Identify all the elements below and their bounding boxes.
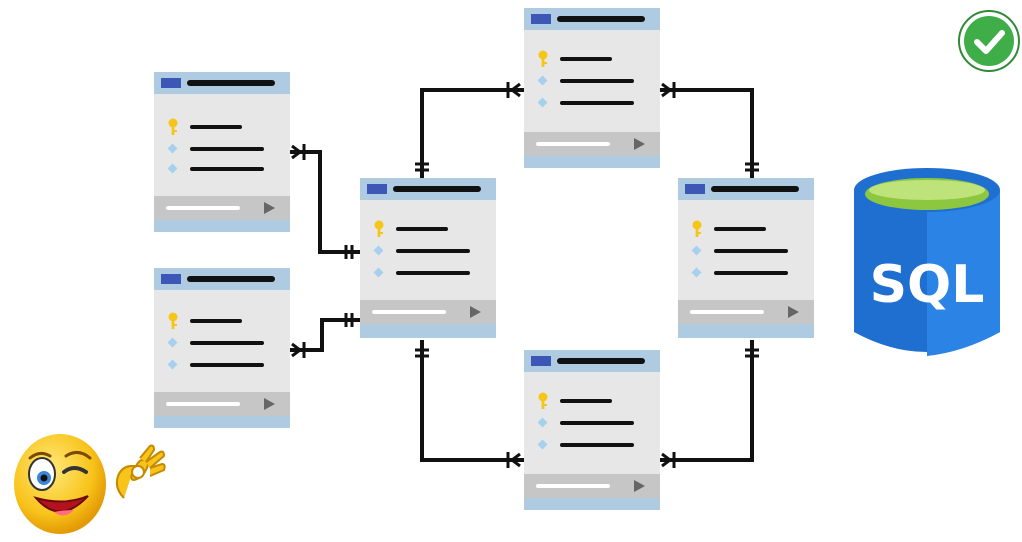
field-row: [524, 74, 660, 88]
crowfoot-left-top: [291, 144, 306, 160]
field-marker-icon: [537, 439, 548, 450]
crowfoot-bottom-left: [506, 452, 521, 468]
primary-key-row: [154, 118, 290, 135]
table-footer: [154, 196, 290, 220]
table-header: [360, 178, 496, 200]
green-checkmark-badge-icon: [958, 10, 1020, 72]
table-left-top: [154, 72, 290, 232]
bar-center-left-bottom: [344, 313, 354, 327]
key-icon: [168, 118, 178, 135]
table-bottom: [524, 350, 660, 510]
field-row: [154, 358, 290, 372]
table-header: [524, 350, 660, 372]
table-header: [154, 268, 290, 290]
field-row: [154, 162, 290, 176]
table-footer: [678, 300, 814, 324]
primary-key-row: [360, 220, 496, 237]
field-marker-icon: [167, 143, 178, 154]
play-arrow-icon: [264, 398, 275, 410]
bar-center-left-top: [344, 245, 354, 259]
key-icon: [692, 220, 702, 237]
table-footer: [360, 300, 496, 324]
crowfoot-bottom-right: [661, 452, 676, 468]
field-row: [524, 416, 660, 430]
field-row: [678, 244, 814, 258]
bar-right-bottom: [745, 348, 759, 358]
field-marker-icon: [691, 267, 702, 278]
crowfoot-top-right: [661, 82, 676, 98]
play-arrow-icon: [788, 306, 799, 318]
field-marker-icon: [537, 97, 548, 108]
bar-center-bottom: [415, 348, 429, 358]
primary-key-row: [154, 312, 290, 329]
field-marker-icon: [373, 267, 384, 278]
field-marker-icon: [373, 245, 384, 256]
connector-bottom-right: [658, 340, 754, 462]
key-icon: [538, 392, 548, 409]
sql-database-cylinder-icon: SQL: [854, 168, 1000, 356]
table-footer: [524, 132, 660, 156]
primary-key-row: [678, 220, 814, 237]
connector-center-top: [420, 88, 524, 178]
table-footer: [154, 392, 290, 416]
winking-smiley-icon: [14, 434, 106, 534]
table-left-bottom: [154, 268, 290, 428]
crowfoot-left-bottom: [291, 342, 306, 358]
play-arrow-icon: [634, 480, 645, 492]
field-marker-icon: [537, 417, 548, 428]
table-center: [360, 178, 496, 338]
table-header: [678, 178, 814, 200]
sql-label: SQL: [870, 255, 985, 315]
key-icon: [374, 220, 384, 237]
ok-hand-icon: [115, 444, 166, 499]
bar-center-top: [415, 162, 429, 172]
connector-top-right: [658, 88, 754, 178]
table-header: [524, 8, 660, 30]
field-marker-icon: [167, 163, 178, 174]
play-arrow-icon: [634, 138, 645, 150]
play-arrow-icon: [264, 202, 275, 214]
field-marker-icon: [691, 245, 702, 256]
field-row: [154, 336, 290, 350]
table-right: [678, 178, 814, 338]
connector-left-bottom-center: [290, 318, 360, 352]
primary-key-row: [524, 50, 660, 67]
connector-center-bottom: [420, 340, 524, 462]
key-icon: [168, 312, 178, 329]
field-row: [678, 266, 814, 280]
table-top: [524, 8, 660, 168]
field-row: [524, 438, 660, 452]
table-footer: [524, 474, 660, 498]
connector-left-top-center: [290, 150, 360, 254]
field-marker-icon: [537, 75, 548, 86]
field-row: [360, 244, 496, 258]
field-row: [360, 266, 496, 280]
field-row: [524, 96, 660, 110]
field-row: [154, 142, 290, 156]
bar-right-top: [745, 162, 759, 172]
primary-key-row: [524, 392, 660, 409]
crowfoot-top-left: [506, 82, 521, 98]
key-icon: [538, 50, 548, 67]
field-marker-icon: [167, 359, 178, 370]
table-header: [154, 72, 290, 94]
play-arrow-icon: [470, 306, 481, 318]
field-marker-icon: [167, 337, 178, 348]
